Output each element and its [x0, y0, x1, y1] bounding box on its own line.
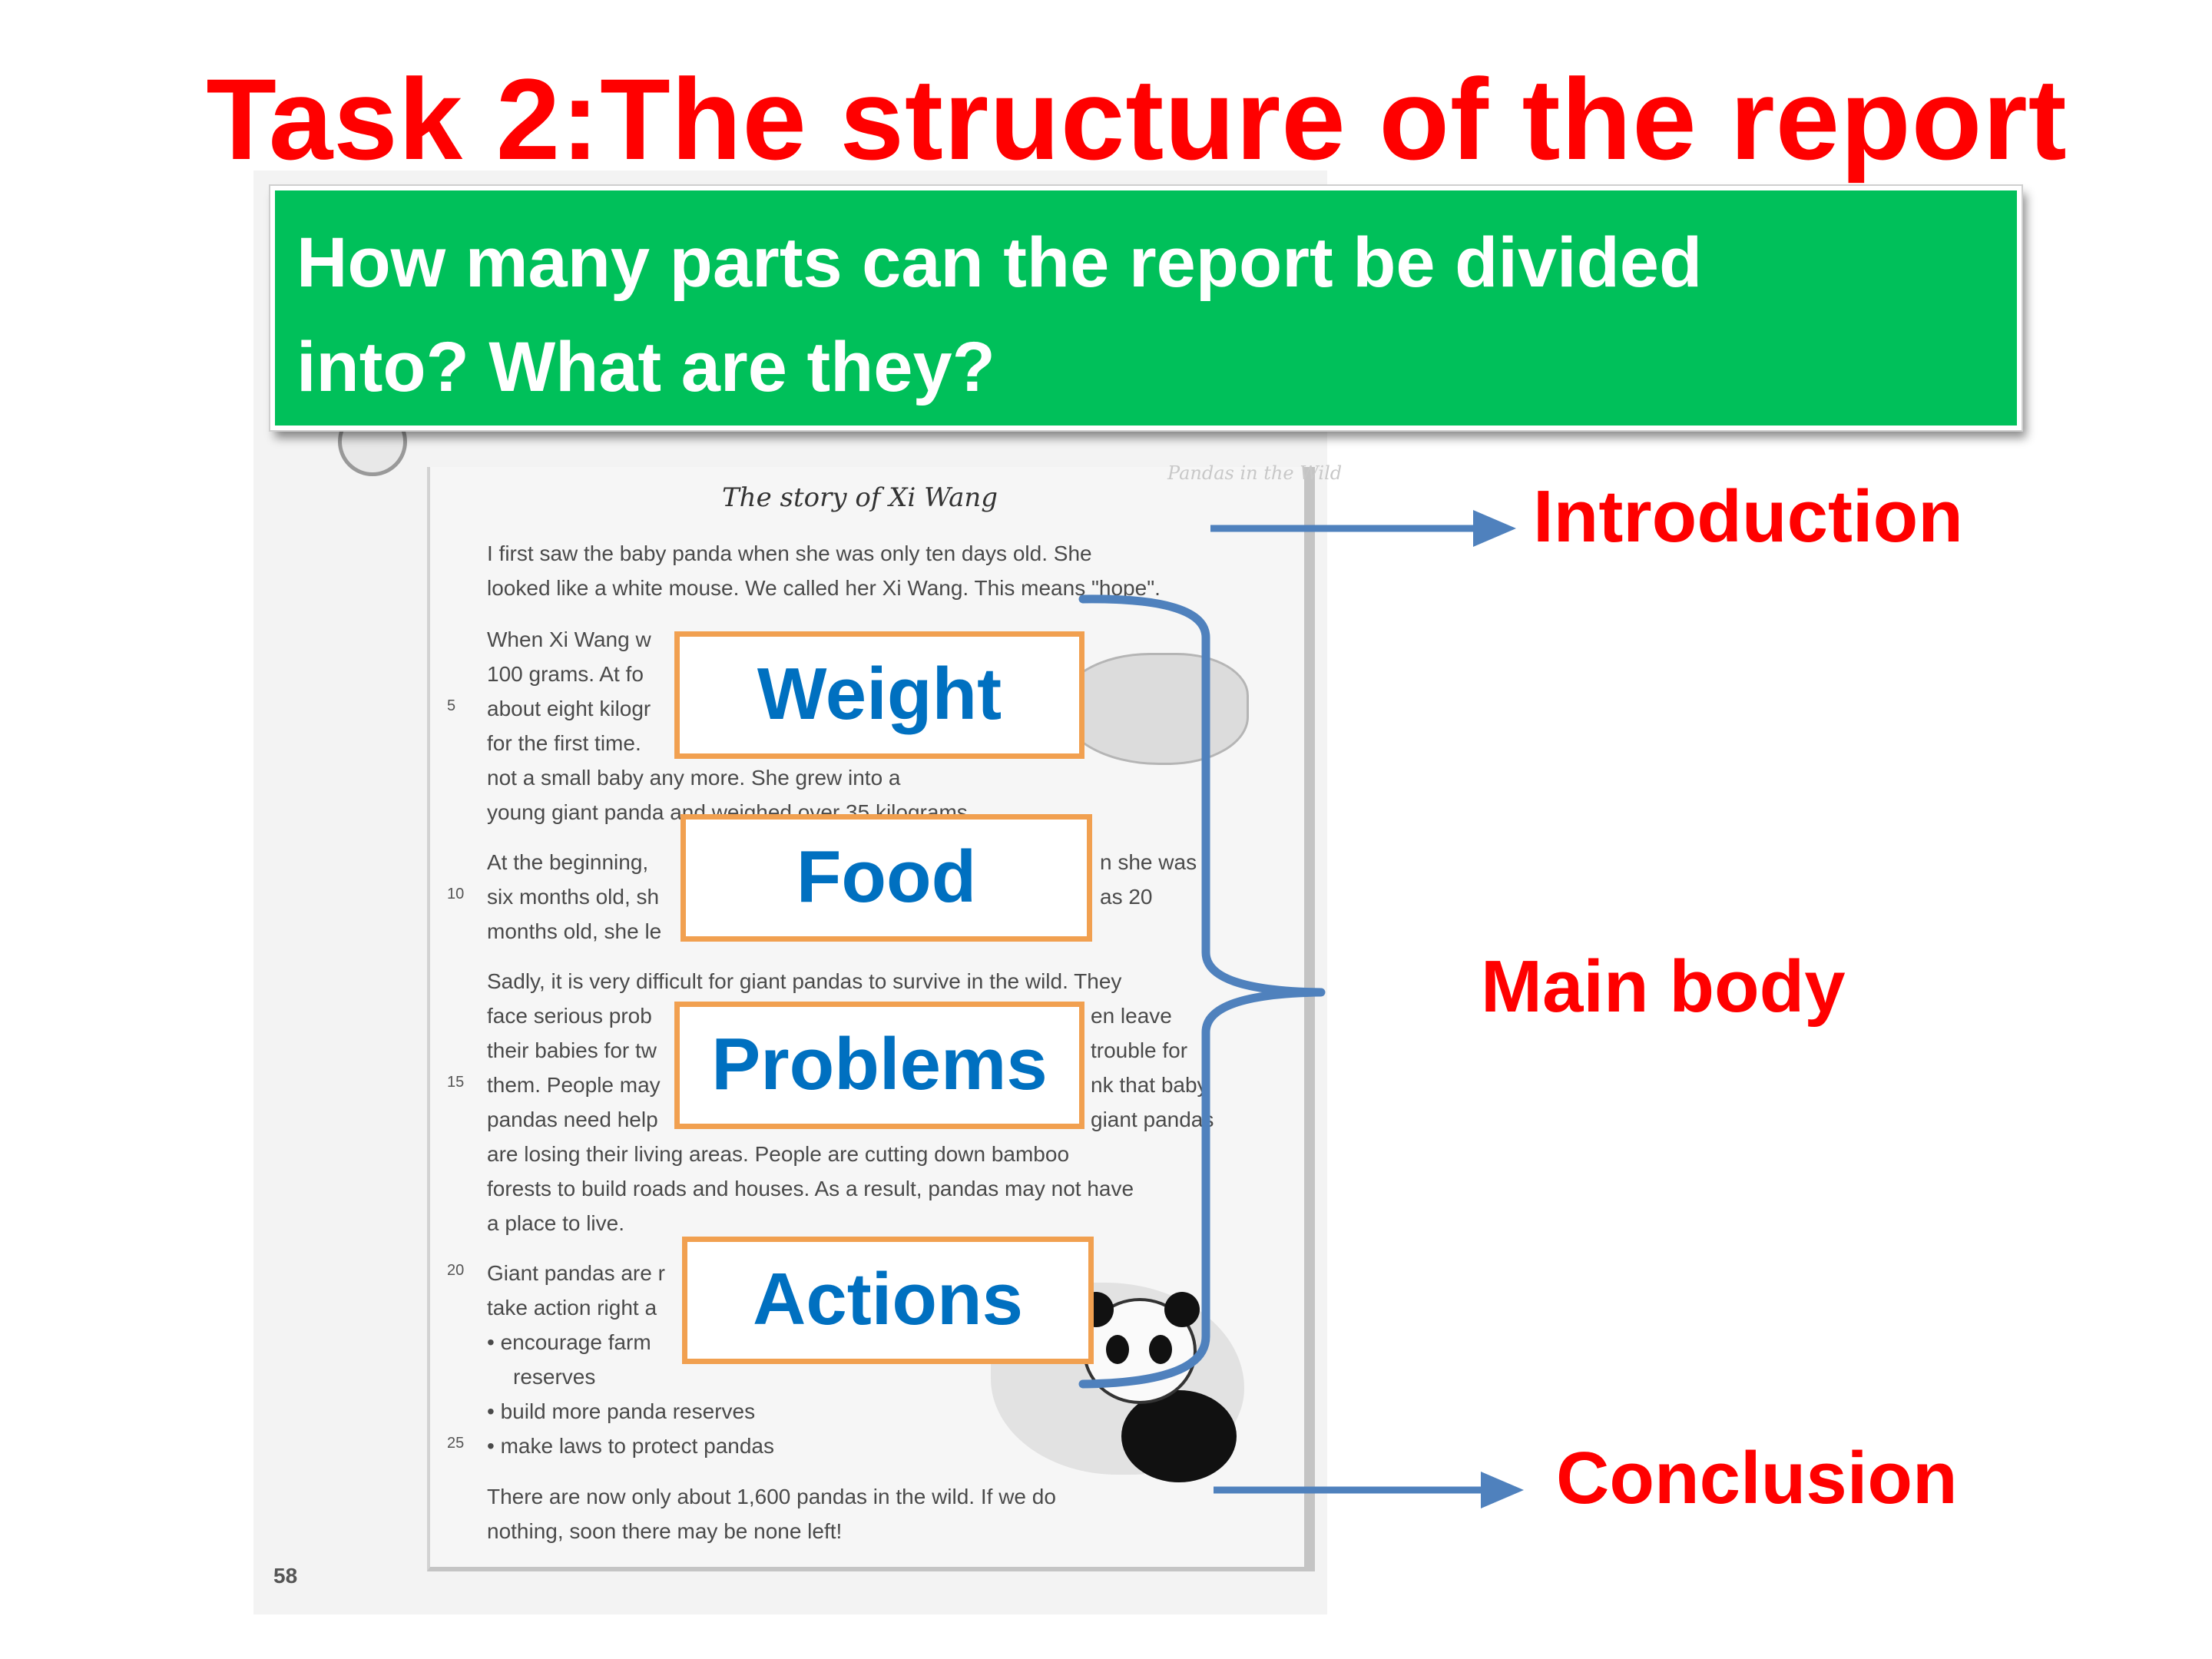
story-title: The story of Xi Wang [722, 482, 998, 513]
baby-panda-illustration-icon [1060, 653, 1249, 765]
story-line: Giant pandas are r [487, 1261, 665, 1285]
conclusion-arrow-icon [1214, 1472, 1524, 1508]
panda-eye-icon [1149, 1335, 1172, 1364]
story-line: nk that baby [1091, 1073, 1208, 1097]
story-line: for the first time. [487, 731, 641, 755]
section-main-body: Main body [1481, 945, 1846, 1028]
section-introduction: Introduction [1533, 475, 1963, 558]
main-body-brace-icon [1078, 594, 1326, 1389]
story-line: about eight kilogr [487, 697, 651, 720]
slide-title: Task 2:The structure of the report [206, 55, 2068, 184]
story-line: reserves [513, 1365, 596, 1389]
story-line: n she was [1100, 850, 1197, 874]
question-line: into? What are they? [296, 328, 995, 406]
story-line: six months old, sh [487, 885, 660, 909]
line-number: 20 [447, 1262, 465, 1279]
story-line: When Xi Wang w [487, 628, 651, 651]
story-line: nothing, soon there may be none left! [487, 1519, 843, 1543]
panda-body-icon [1121, 1390, 1237, 1482]
story-line: their babies for tw [487, 1038, 657, 1062]
panda-eye-icon [1106, 1335, 1129, 1364]
story-line: • encourage farm [487, 1330, 651, 1354]
story-line: them. People may [487, 1073, 661, 1097]
story-line: 100 grams. At fo [487, 662, 644, 686]
tag-problems: Problems [674, 1002, 1084, 1129]
tag-weight: Weight [674, 631, 1084, 759]
tag-actions: Actions [682, 1237, 1094, 1364]
story-line: trouble for [1091, 1038, 1188, 1062]
story-line: a place to live. [487, 1211, 624, 1235]
tag-food: Food [680, 814, 1092, 942]
story-line: not a small baby any more. She grew into… [487, 766, 901, 790]
panda-head-icon [1078, 1292, 1200, 1404]
story-line: face serious prob [487, 1004, 652, 1028]
story-line: months old, she le [487, 919, 662, 943]
story-line: looked like a white mouse. We called her… [487, 576, 1161, 600]
question-line: How many parts can the report be divided [296, 224, 1703, 302]
intro-arrow-icon [1210, 510, 1516, 547]
story-line: At the beginning, [487, 850, 649, 874]
story-line: take action right a [487, 1296, 657, 1320]
story-line: en leave [1091, 1004, 1172, 1028]
section-conclusion: Conclusion [1556, 1437, 1958, 1519]
story-line: are losing their living areas. People ar… [487, 1142, 1070, 1166]
line-number: 5 [447, 697, 456, 714]
line-number: 10 [447, 886, 465, 902]
question-box: How many parts can the report be divided… [270, 186, 2022, 430]
line-number: 15 [447, 1074, 465, 1091]
story-line: giant pandas [1091, 1108, 1214, 1131]
story-line: Sadly, it is very difficult for giant pa… [487, 969, 1122, 993]
line-number: 25 [447, 1435, 465, 1452]
story-line: pandas need help [487, 1108, 658, 1131]
story-line: • make laws to protect pandas [487, 1434, 774, 1458]
story-line: as 20 [1100, 885, 1153, 909]
panda-ear-icon [1164, 1292, 1200, 1327]
story-line: I first saw the baby panda when she was … [487, 541, 1092, 565]
story-line: • build more panda reserves [487, 1399, 756, 1423]
story-line: forests to build roads and houses. As a … [487, 1177, 1134, 1200]
story-line: There are now only about 1,600 pandas in… [487, 1485, 1056, 1508]
page-number: 58 [273, 1564, 298, 1588]
